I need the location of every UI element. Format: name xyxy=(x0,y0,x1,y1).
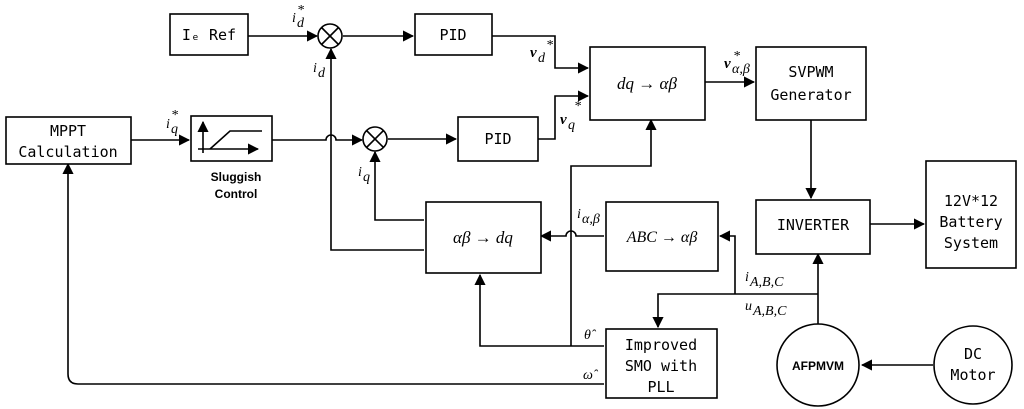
svg-text:i: i xyxy=(745,270,749,285)
smo-label-3: PLL xyxy=(647,378,674,396)
svg-text:v: v xyxy=(560,112,567,128)
svg-text:i: i xyxy=(166,117,170,132)
svg-text:A,B,C: A,B,C xyxy=(752,304,787,319)
svg-text:*: * xyxy=(733,49,740,64)
svg-text:d: d xyxy=(297,16,305,31)
svg-text:v: v xyxy=(530,45,537,61)
line-sluggish-to-sum-q xyxy=(272,134,364,146)
line-abcab-to-abdq xyxy=(539,230,604,242)
id-ref-signal: i d * xyxy=(292,3,305,31)
alphabeta-to-dq-label: αβ → dq xyxy=(453,228,513,247)
sum-junction-d xyxy=(317,23,343,49)
mppt-block: MPPT Calculation xyxy=(5,116,132,165)
svg-text:*: * xyxy=(546,38,553,53)
battery-label-2: Battery xyxy=(939,213,1002,231)
abc-to-alphabeta-label: ABC → αβ xyxy=(626,229,698,246)
line-theta-to-dqab xyxy=(570,118,657,346)
svg-text:u: u xyxy=(745,299,752,314)
mppt-label-1: MPPT xyxy=(50,122,86,140)
svg-text:d: d xyxy=(318,66,326,81)
svg-text:*: * xyxy=(297,3,304,18)
sluggish-label-2: Control xyxy=(215,187,258,201)
connection-lines xyxy=(62,30,933,385)
alphabeta-to-dq-block: αβ → dq xyxy=(425,201,542,274)
svg-text:i: i xyxy=(358,165,362,180)
svg-text:v: v xyxy=(724,56,731,72)
line-measure-to-smo xyxy=(652,293,818,329)
svg-text:q: q xyxy=(568,118,575,133)
svg-text:α,β: α,β xyxy=(732,62,750,77)
theta-hat-signal: θ̂ xyxy=(584,328,597,343)
id-ref-label: Iₑ Ref xyxy=(182,26,236,44)
smo-label-1: Improved xyxy=(625,336,697,354)
dc-motor: DC Motor xyxy=(933,325,1013,405)
pid-q-label: PID xyxy=(484,130,511,148)
ramp-limiter-icon xyxy=(197,120,262,155)
sluggish-control-block: Sluggish Control xyxy=(190,115,273,201)
vq-signal: v q * xyxy=(560,99,581,133)
svg-text:i: i xyxy=(313,61,317,76)
svpwm-block: SVPWM Generator xyxy=(755,46,867,121)
vd-signal: v d * xyxy=(530,38,553,66)
iq-signal: i q xyxy=(358,165,370,185)
line-measure-to-abcab xyxy=(718,230,736,294)
smo-label-2: SMO with xyxy=(625,357,697,375)
line-omega-to-mppt xyxy=(62,162,604,385)
battery-label-1: 12V*12 xyxy=(944,192,998,210)
abc-to-alphabeta-block: ABC → αβ xyxy=(605,201,719,272)
pid-q-block: PID xyxy=(457,116,539,162)
svpwm-label-2: Generator xyxy=(770,86,851,104)
omega-hat-signal: ω̂ xyxy=(583,368,599,383)
line-theta-to-abdq xyxy=(474,273,604,347)
id-ref-block: Iₑ Ref xyxy=(169,13,249,56)
svg-text:α,β: α,β xyxy=(582,212,600,227)
svg-text:i: i xyxy=(577,207,581,222)
svg-text:d: d xyxy=(538,51,546,66)
iabc-signal: i A,B,C xyxy=(745,270,784,290)
afpmvm-motor: AFPMVM xyxy=(776,323,860,407)
vab-signal: v α,β * xyxy=(724,49,750,77)
pid-d-label: PID xyxy=(439,26,466,44)
iab-signal: i α,β xyxy=(577,207,600,227)
sum-junction-q xyxy=(362,126,388,152)
improved-smo-pll-block: Improved SMO with PLL xyxy=(605,328,718,399)
dq-to-alphabeta-block: dq → αβ xyxy=(589,46,706,121)
svg-text:q: q xyxy=(363,170,370,185)
line-pid-q-to-dqab xyxy=(538,90,590,140)
svpwm-label-1: SVPWM xyxy=(788,63,833,81)
inverter-label: INVERTER xyxy=(777,216,850,234)
line-pid-d-to-dqab xyxy=(492,35,590,74)
iq-ref-signal: i q * xyxy=(166,108,178,137)
svg-text:q: q xyxy=(171,122,178,137)
dc-motor-label-2: Motor xyxy=(950,366,995,384)
uabc-signal: u A,B,C xyxy=(745,299,787,319)
battery-label-3: System xyxy=(944,234,998,252)
svg-text:*: * xyxy=(574,99,581,114)
inverter-block: INVERTER xyxy=(755,199,871,255)
line-iq-feedback xyxy=(369,150,424,221)
sluggish-label-1: Sluggish xyxy=(211,170,262,184)
svg-text:*: * xyxy=(171,108,178,123)
afpmvm-label: AFPMVM xyxy=(792,359,844,373)
id-signal: i d xyxy=(313,61,326,81)
svg-text:i: i xyxy=(292,11,296,26)
svg-text:A,B,C: A,B,C xyxy=(749,275,784,290)
dq-to-alphabeta-label: dq → αβ xyxy=(617,74,677,93)
line-id-feedback xyxy=(325,47,424,251)
pid-d-block: PID xyxy=(414,13,493,56)
battery-system-block: 12V*12 Battery System xyxy=(925,160,1017,269)
dc-motor-label-1: DC xyxy=(964,345,982,363)
mppt-label-2: Calculation xyxy=(18,143,117,161)
